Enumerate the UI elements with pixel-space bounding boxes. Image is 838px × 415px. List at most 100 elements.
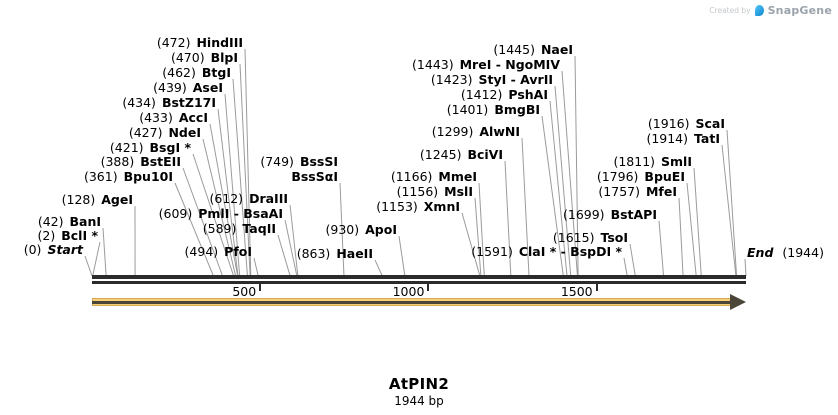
site-enzyme-name: XmnI [423,199,460,214]
site-position: (433) [139,110,173,125]
site-label-scai: (1916) ScaI [648,117,725,131]
site-enzyme-name: AseI [192,80,223,95]
site-enzyme-name: DraIII [249,191,288,206]
site-label-blpi: (470)BlpI [171,51,238,65]
site-label-taqii: (589)TaqII [203,222,276,236]
site-enzyme-name: NdeI [168,125,201,140]
site-label-draiii: (612)DraIII [209,192,288,206]
site-position: (1914) [646,131,689,146]
site-position: (1401) [446,102,489,117]
callout-line [474,197,482,277]
ruler-label-1500: 1500 [560,284,593,299]
site-enzyme-name: TaqII [242,221,276,236]
callout-line [721,144,737,277]
site-position: (609) [158,206,193,221]
site-label-pshai: (1412)PshAI [461,88,548,102]
site-label-xmni: (1153)XmnI [376,200,460,214]
created-by-text: Created by [709,6,751,15]
site-position: (1445) [493,42,535,57]
site-label-mfei: (1757) MfeI [598,185,677,199]
callout-line [92,241,101,277]
site-label-ndei: (427)NdeI [129,126,201,140]
site-label-mmei: (1166) MmeI [391,170,477,184]
site-enzyme-name: BlpI [210,50,238,65]
callout-line [398,235,406,277]
site-label-bmgbi: (1401)BmgBI [447,103,540,117]
site-enzyme-name: BanI [69,214,101,229]
site-label-bcivi: (1245)BciVI [420,148,503,162]
callout-line [284,219,298,277]
site-position: (1423) [430,72,473,87]
site-position: (1591) [471,244,513,259]
site-position: (388) [100,154,135,169]
site-label-bsgi: (421)BsgI * [110,141,191,155]
site-label-bani: (42)BanI [38,215,101,229]
sequence-length: 1944 bp [394,394,444,408]
site-position: (1796) [596,169,639,184]
site-label-bstapi: (1699) BstAPI [563,208,657,222]
site-enzyme-name: BclI * [61,228,98,243]
site-label-pmli-bsaai: (609) PmlI - BsaAI [159,207,283,221]
site-position: (361) [83,169,118,184]
callout-line [658,220,665,277]
site-position: (930) [325,222,360,237]
site-enzyme-name: SmlI [661,154,692,169]
site-position: (1944) [782,245,824,260]
snapgene-credit: Created by SnapGene [709,4,832,17]
site-position: (1916) [647,116,690,131]
ruler-tick-1500 [595,282,598,291]
site-label-mrei-ngomiv: (1443)MreI - NgoMIV [412,58,560,72]
site-enzyme-name: MfeI [645,184,677,199]
site-position: (1156) [396,184,439,199]
site-position: (439) [153,80,187,95]
site-enzyme-name: PfoI [224,244,252,259]
ruler-label-500: 500 [232,284,257,299]
site-enzyme-name: BstZ17I [161,95,216,110]
feature-arrow-head [730,294,746,310]
site-enzyme-name: ScaI [695,116,726,131]
site-enzyme-name: AlwNI [479,124,520,139]
feature-arrow-core [92,301,731,304]
site-enzyme-name: BpuEI [644,169,685,184]
site-position: (494) [184,244,219,259]
callout-line [726,129,738,277]
site-label-bstz17i: (434)BstZ17I [122,96,216,110]
site-position: (2) [37,228,56,243]
snapgene-brand-text: SnapGene [767,4,832,17]
ruler-tick-500 [259,282,262,291]
site-position: (462) [162,65,196,80]
callout-line [478,182,485,277]
callout-line [289,204,299,277]
site-label-clai-bspdi: (1591) ClaI * - BspDI * [471,245,622,259]
site-position: (0) [23,242,42,257]
callout-line [277,234,291,277]
site-position: (472) [156,35,191,50]
site-enzyme-name: NaeI [540,42,573,57]
site-enzyme-name: ClaI * - BspDI * [518,244,622,259]
site-position: (1443) [412,57,454,72]
callout-line [102,227,107,277]
site-enzyme-name: MmeI [438,169,477,184]
callout-line [244,48,252,277]
site-enzyme-name: StyI - AvrII [478,72,553,87]
sequence-title: AtPIN2 [388,375,450,393]
site-position: (1615) [552,230,595,245]
site-label-start: (0)Start [24,243,83,257]
site-position: (1699) [562,207,605,222]
site-position: (1757) [598,184,640,199]
site-enzyme-name: PmlI - BsaAI [198,206,283,221]
site-enzyme-name: BstEII [140,154,181,169]
callout-line [678,197,684,277]
site-enzyme-name: MslI [444,184,473,199]
callout-line [629,243,636,277]
site-position: (1166) [390,169,433,184]
site-enzyme-name: HindIII [196,35,243,50]
site-position: (1299) [431,124,474,139]
site-enzyme-name: TsoI [600,230,628,245]
site-enzyme-name: BstAPI [610,207,657,222]
callout-line [744,258,747,277]
site-enzyme-name: End [747,245,774,260]
callout-line [253,257,259,277]
site-label-end: End (1944) [747,246,824,260]
